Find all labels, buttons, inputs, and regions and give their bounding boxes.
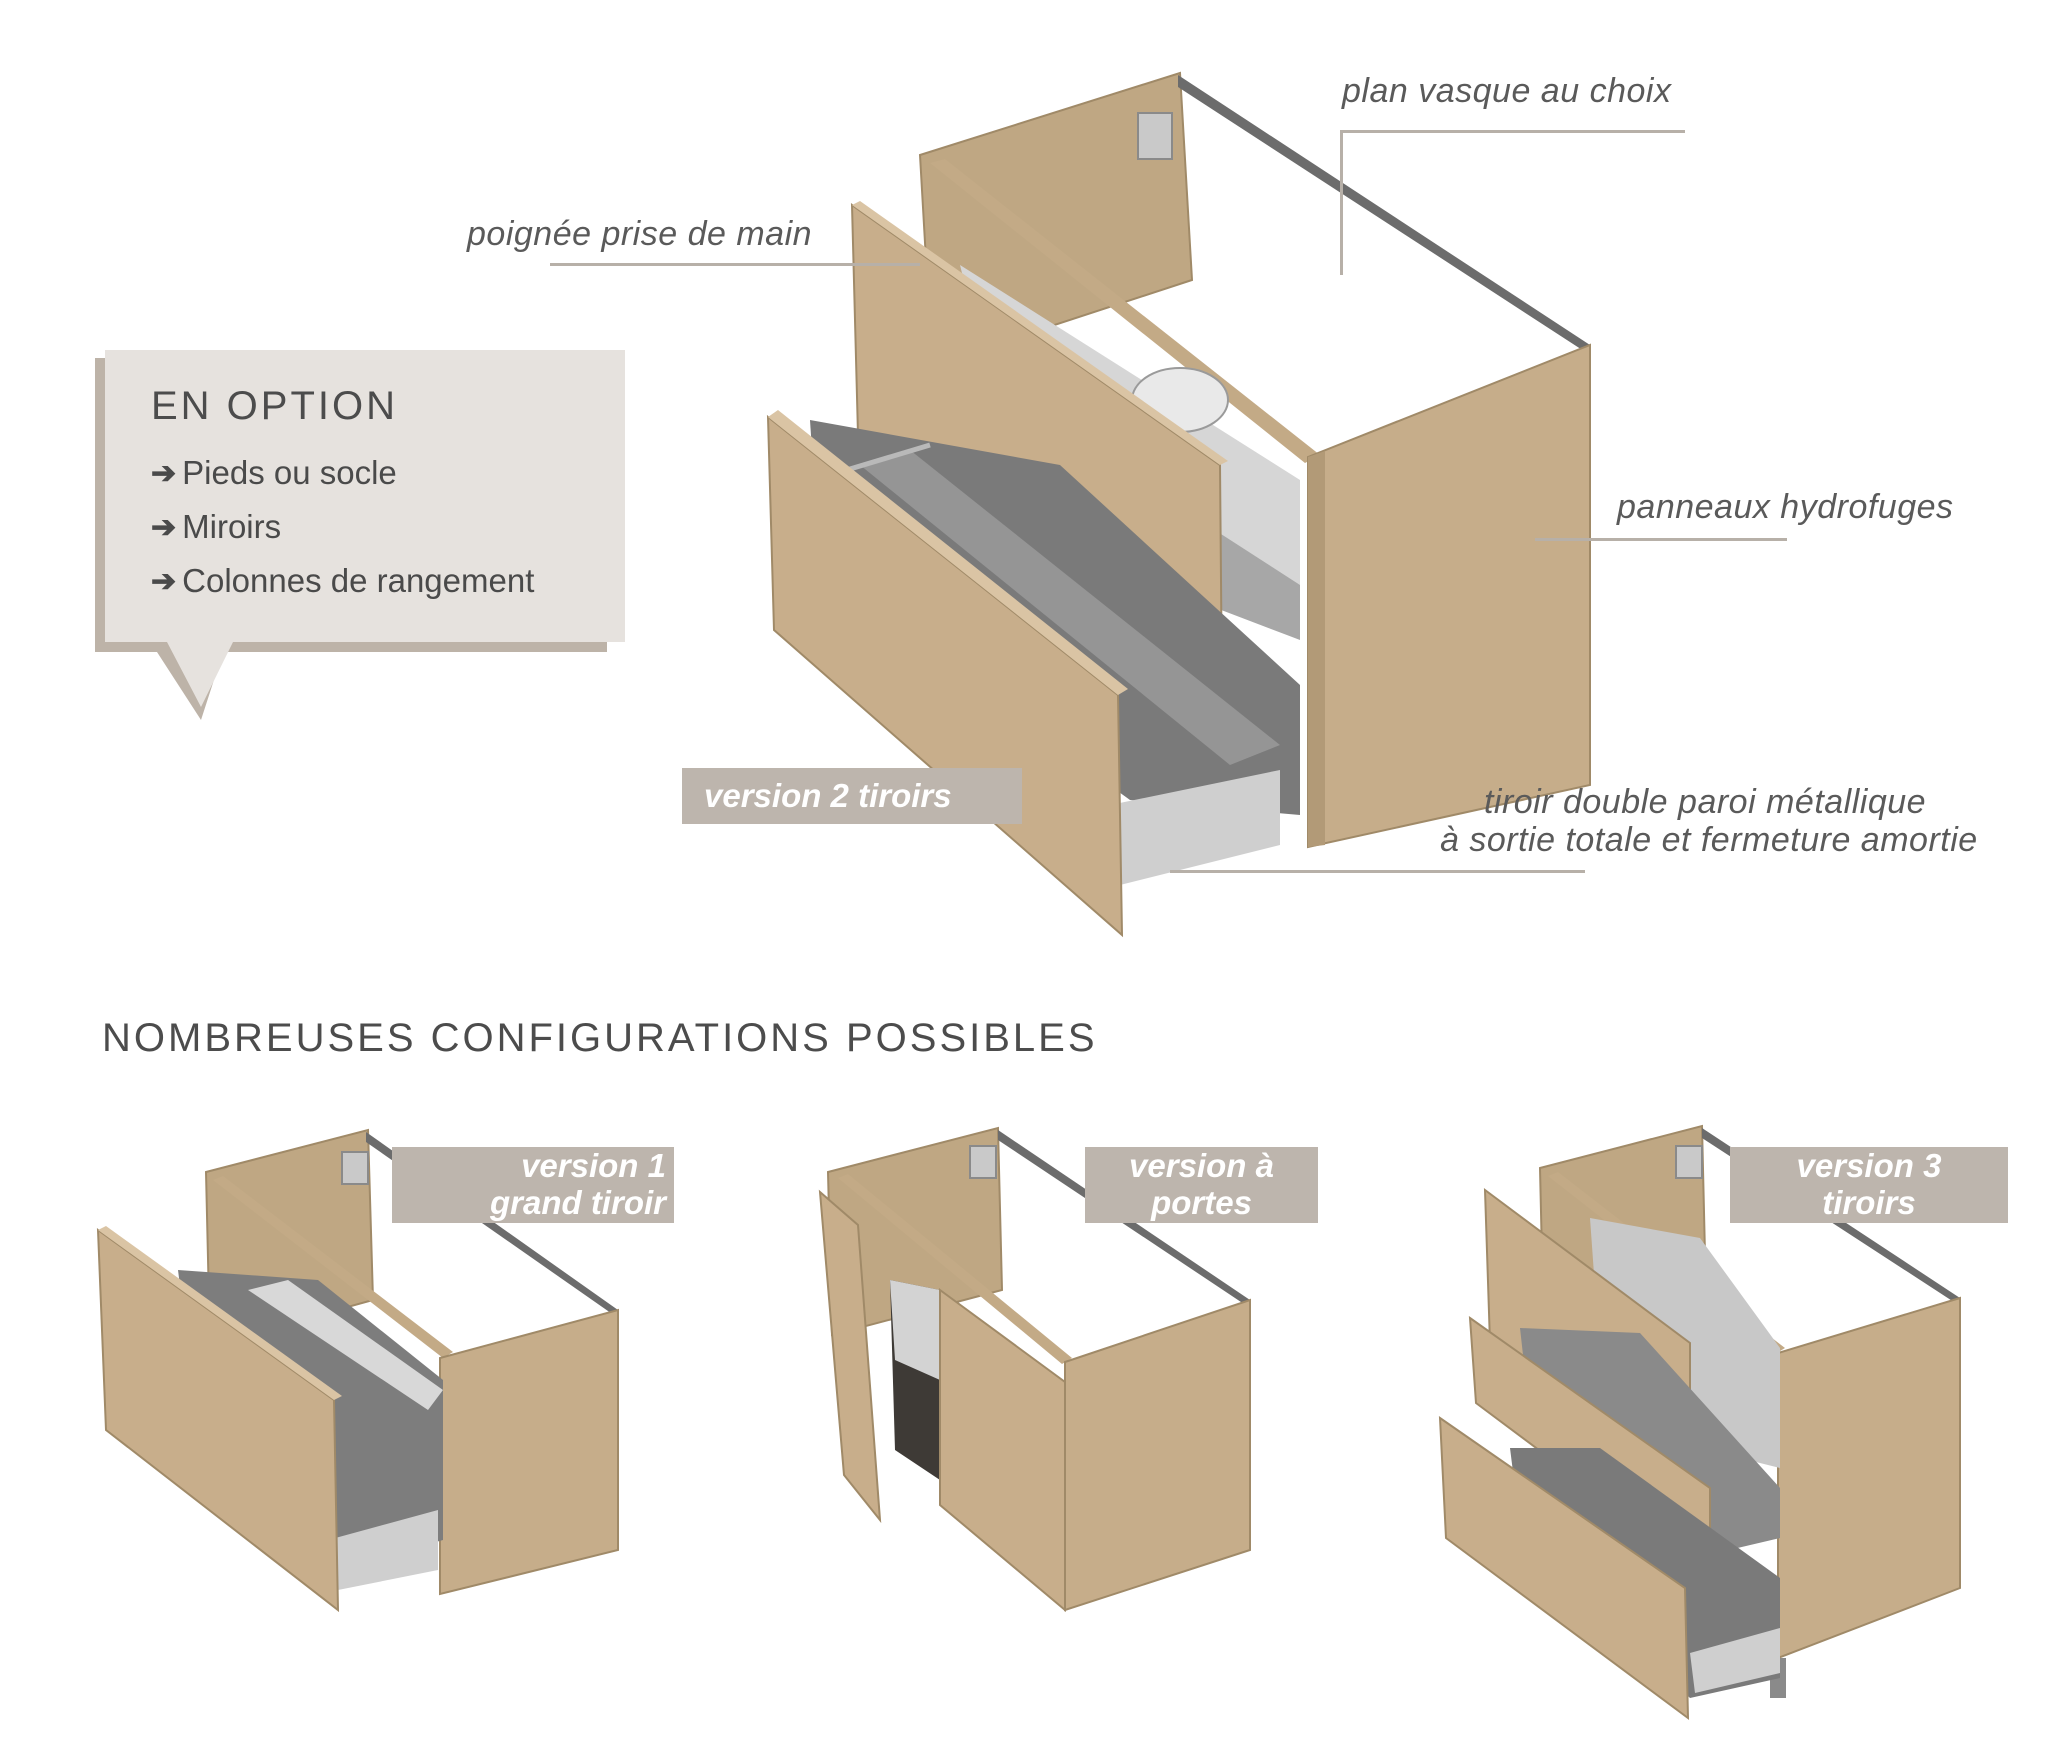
callout-tiroir-line2: à sortie totale et fermeture amortie [1440,821,1978,859]
callout-poignee: poignée prise de main [467,215,813,253]
arrow-right-icon: ➔ [151,510,177,544]
tag-line: portes [1151,1184,1252,1221]
leader-line [1170,870,1585,873]
callout-panneaux: panneaux hydrofuges [1617,488,1954,526]
cabinet-version-portes-illustration [818,1126,1251,1613]
option-item: ➔ Colonnes de rangement [151,562,534,600]
callout-tiroir: tiroir double paroi métallique à sortie … [1440,783,1978,859]
option-item-label: Pieds ou socle [182,454,397,491]
arrow-right-icon: ➔ [151,456,177,490]
cabinet-version-3-illustration [1438,1124,1961,1721]
tag-label: version 2 tiroirs [704,777,952,814]
section-title: NOMBREUSES CONFIGURATIONS POSSIBLES [102,1016,1098,1060]
option-box: EN OPTION ➔ Pieds ou socle ➔ Miroirs ➔ C… [95,350,625,720]
tag-line: grand tiroir [489,1184,666,1221]
tag-line: tiroirs [1822,1184,1916,1221]
option-item-label: Miroirs [182,508,282,545]
tag-version-2-tiroirs: version 2 tiroirs [682,768,1022,824]
leader-line [550,263,920,266]
tag-line: version 1 [521,1147,666,1184]
tag-line: version à [1129,1147,1274,1184]
main-cabinet-illustration [766,71,1591,938]
arrow-right-icon: ➔ [151,564,177,598]
tag-version-1: version 1 grand tiroir [392,1147,674,1223]
option-list: ➔ Pieds ou socle ➔ Miroirs ➔ Colonnes de… [151,454,534,616]
option-item: ➔ Pieds ou socle [151,454,534,492]
option-title: EN OPTION [151,384,399,428]
tag-version-portes: version à portes [1085,1147,1318,1223]
leader-line [1340,130,1343,275]
tag-line: version 3 [1796,1147,1942,1184]
leader-line [1340,130,1685,133]
cabinet-version-1-illustration [96,1128,619,1613]
callout-plan-vasque: plan vasque au choix [1342,72,1672,110]
leader-line [1535,538,1787,541]
tag-version-3: version 3 tiroirs [1730,1147,2008,1223]
option-box-shape [95,350,625,720]
option-item: ➔ Miroirs [151,508,534,546]
callout-tiroir-line1: tiroir double paroi métallique [1483,783,1927,821]
option-item-label: Colonnes de rangement [182,562,535,599]
